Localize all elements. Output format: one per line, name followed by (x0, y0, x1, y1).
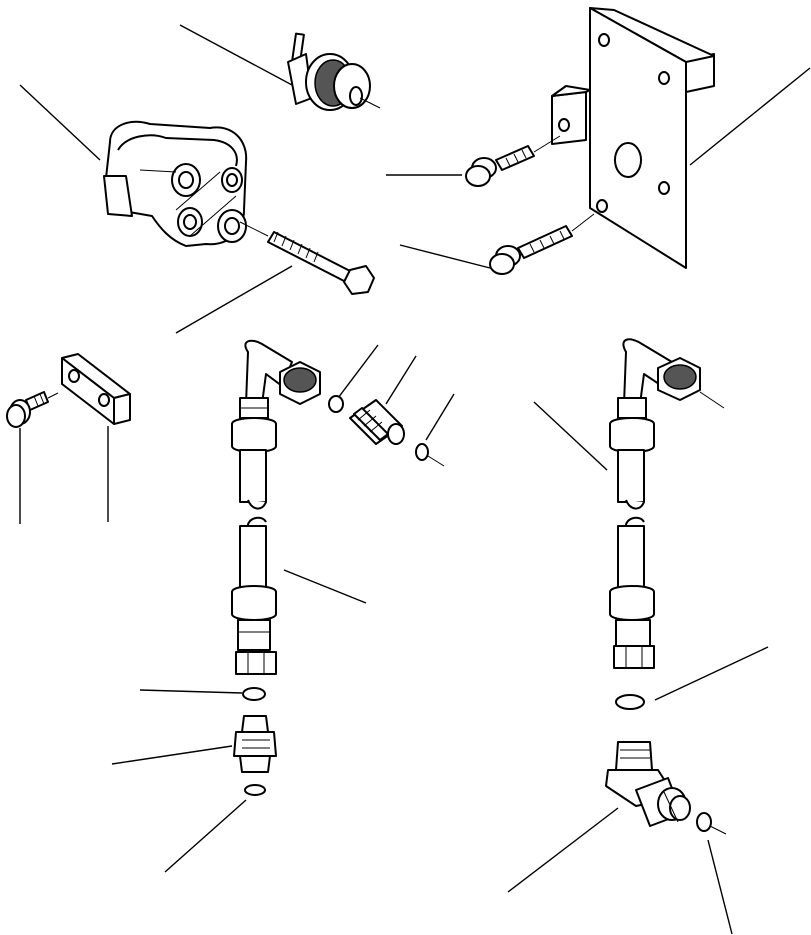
elbow-adapter (605, 741, 691, 827)
o-ring-top-1 (328, 395, 344, 413)
straight-adapter (233, 715, 277, 773)
leader-bracket (689, 67, 811, 166)
hose-assembly-right (609, 338, 725, 669)
hose-assembly-left (231, 339, 321, 675)
leader-coupler (179, 24, 293, 86)
clamp-plate (61, 353, 131, 425)
leader-oring-left-1 (139, 689, 243, 694)
pump-valve-block (103, 120, 248, 247)
mounting-bracket-plate (551, 7, 715, 269)
leader-long-bolt (175, 265, 293, 334)
callout-leader-lines (19, 24, 811, 935)
leader-oring-left-2 (164, 799, 247, 873)
leader-hose-right (533, 401, 608, 471)
short-bolt-b (489, 213, 595, 275)
o-ring-left-2 (244, 784, 266, 796)
check-valve-fitting (349, 399, 405, 445)
o-rings (242, 395, 727, 835)
long-bolt (239, 221, 375, 295)
cap-screw (6, 391, 59, 428)
o-ring-right-1 (615, 694, 645, 710)
leader-oring-right-1 (654, 646, 769, 701)
leader-check-valve (385, 355, 417, 405)
short-bolt-a (465, 135, 561, 187)
leader-bolt-b (399, 244, 491, 269)
leader-oring-top-2 (425, 393, 455, 441)
o-ring-top-2 (415, 443, 429, 461)
leader-hose-left (283, 569, 367, 604)
quick-coupler-fitting (287, 32, 381, 111)
o-ring-left-1 (242, 687, 266, 701)
leader-oring-right-2 (707, 839, 733, 935)
leader-oring-top-1 (337, 344, 379, 399)
leader-valve-block (19, 84, 101, 161)
leader-elbow-adapter (507, 807, 619, 893)
o-ring-right-2 (696, 812, 712, 832)
leader-straight-adapter (111, 745, 233, 765)
